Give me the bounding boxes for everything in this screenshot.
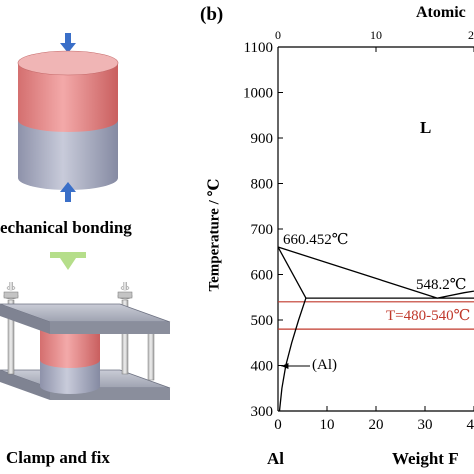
x2-tick-label: 10	[370, 28, 382, 42]
y-tick-label: 400	[251, 359, 274, 375]
annotation-melting-point: 660.452℃	[283, 232, 349, 248]
alpha-pointer-arrowhead	[281, 363, 289, 369]
y-axis-title: Temperature / ℃	[206, 178, 223, 292]
panel-label: (b)	[200, 4, 224, 25]
x-tick-label: 20	[369, 417, 384, 433]
phase-boundary-line	[277, 246, 438, 299]
y-tick-label: 500	[251, 313, 274, 329]
x-tick-label: 40	[467, 417, 474, 433]
bottom-axis-title: Weight F	[392, 449, 459, 468]
bonding-schematic	[0, 33, 171, 400]
clamp-assembly	[0, 282, 171, 400]
region-label-liquid: L	[420, 118, 432, 137]
phase-boundary-line	[278, 297, 307, 412]
annotation-temperature-range: T=480-540℃	[386, 308, 471, 324]
press-arrow-top-icon	[60, 33, 76, 53]
x2-tick-label: 0	[275, 28, 281, 42]
label-alpha-phase: (Al)	[312, 357, 337, 373]
x2-tick-label: 20	[468, 28, 474, 42]
x-tick-label: 30	[418, 417, 433, 433]
press-arrow-bottom-icon	[60, 182, 76, 202]
y-tick-label: 1100	[244, 40, 273, 56]
bottom-left-label: Al	[267, 449, 284, 468]
top-axis-title: Atomic	[416, 4, 466, 21]
x-tick-label: 0	[274, 417, 282, 433]
y-tick-label: 700	[251, 222, 274, 238]
phase-boundary-line	[277, 246, 307, 299]
phase-boundary-line	[437, 290, 474, 299]
annotation-eutectic: 548.2℃	[416, 277, 467, 293]
y-tick-label: 1000	[243, 86, 273, 102]
y-tick-label: 800	[251, 177, 274, 193]
y-tick-label: 300	[251, 404, 274, 420]
caption-clamp: Clamp and fix	[6, 448, 110, 467]
stacked-cylinder	[17, 50, 119, 190]
process-arrow-icon	[50, 252, 86, 270]
x-tick-label: 10	[320, 417, 335, 433]
y-tick-label: 900	[251, 131, 274, 147]
caption-bonding: echanical bonding	[0, 218, 132, 237]
y-tick-label: 600	[251, 268, 274, 284]
